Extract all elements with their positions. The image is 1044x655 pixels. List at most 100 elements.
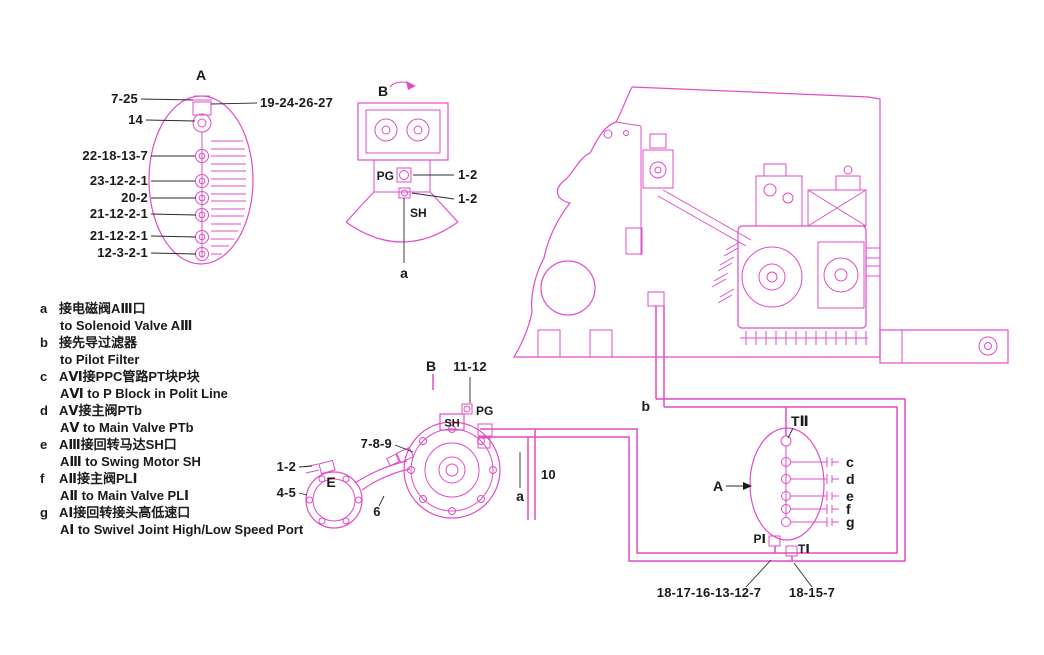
part-b-label: B (378, 83, 388, 99)
callout-row-0: 22-18-13-7 (82, 148, 148, 163)
legend-key-c: c (40, 369, 47, 384)
part-b-port-right (406, 118, 430, 142)
mount-foot-left (537, 329, 561, 358)
hose-b-label: b (641, 398, 650, 414)
callout-1-2-pg: 1-2 (458, 167, 477, 182)
part-b-body (357, 102, 449, 161)
frame-cutout (540, 260, 596, 316)
legend-en-e: AⅢ to Swing Motor SH (60, 454, 201, 469)
manifold-oval-outline (749, 427, 825, 541)
port-label-d: d (846, 471, 855, 487)
pipe-b-drop (655, 306, 665, 407)
callout-11-12: 11-12 (453, 359, 487, 374)
flange-bolts (306, 475, 362, 525)
pipe-loop-outer (478, 398, 906, 562)
hose-a-label-2: a (516, 488, 524, 504)
rotation-arrowhead-icon (406, 81, 416, 90)
callout-19-24-26-27: 19-24-26-27 (260, 95, 333, 110)
part-a-comb-fins (211, 140, 246, 255)
part-a-fittings (190, 149, 209, 261)
legend-en-f: AⅡ to Main Valve PLⅠ (60, 488, 189, 503)
legend-en-d: AⅤ to Main Valve PTb (60, 420, 194, 435)
part-a-oval-outline (148, 95, 254, 265)
legend-key-b: b (40, 335, 48, 350)
port-pg-label: PG (377, 169, 394, 183)
part-b-port-left (374, 118, 398, 142)
motor-pg-port-center (463, 405, 471, 413)
callout-18-15-7: 18-15-7 (789, 585, 835, 600)
port-label-g: g (846, 514, 855, 530)
callout-1-2-elbow: 1-2 (277, 459, 296, 474)
manifold-port-f (781, 504, 839, 514)
motor-hub (438, 456, 466, 484)
legend: a 接电磁阀AⅢ口 to Solenoid Valve AⅢ b 接先导过滤器 … (40, 301, 304, 537)
port-label-c: c (846, 454, 854, 470)
port-t1-label: TⅠ (798, 542, 810, 556)
pipe-manifold-bottom (774, 546, 793, 561)
port-label-e: e (846, 488, 854, 504)
callout-18-17-16-13-12-7: 18-17-16-13-12-7 (657, 585, 761, 600)
part-a-label: A (196, 67, 206, 83)
motor-sh-port (439, 413, 465, 431)
motor-left-fitting-2 (386, 453, 400, 467)
manifold-port-c (781, 457, 839, 467)
bracket-right (879, 329, 1009, 364)
callout-10: 10 (541, 467, 556, 482)
callout-7-25: 7-25 (111, 91, 138, 106)
arrowhead-a-icon (743, 482, 752, 490)
machine-outline (512, 86, 881, 358)
pump-hose-fittings (711, 241, 741, 304)
legend-zh-b: 接先导过滤器 (59, 335, 138, 350)
manifold-top-fitting (780, 435, 792, 447)
legend-en-c: AⅥ to P Block in Polit Line (60, 386, 228, 401)
legend-zh-f: AⅡ接主阀PLⅠ (59, 471, 137, 486)
callout-row-4: 21-12-2-1 (90, 228, 148, 243)
pg-bolt (396, 167, 412, 183)
pipe-10-pair (527, 429, 536, 520)
motor-b-label: B (426, 358, 436, 374)
hose-a-label: a (400, 265, 408, 281)
legend-key-f: f (40, 471, 45, 486)
part-b-port-left-center (381, 125, 391, 135)
port-label-f: f (846, 501, 851, 517)
manifold-t1-fitting (785, 545, 798, 557)
legend-key-d: d (40, 403, 48, 418)
part-b-assembly: B PG 1-2 1-2 SH a (345, 81, 477, 281)
main-pump-assembly (711, 163, 881, 345)
flange-elbow-fitting (318, 459, 336, 475)
manifold-port-e (781, 491, 839, 501)
legend-key-a: a (40, 301, 48, 316)
sh-bolt-center (401, 189, 408, 197)
motor-left-fitting-1 (395, 446, 415, 464)
frame-hole-1 (603, 129, 613, 139)
callout-1-2-sh: 1-2 (458, 191, 477, 206)
sh-bolt (398, 187, 411, 199)
part-a-assembly (148, 95, 254, 265)
mount-foot-right (589, 329, 613, 358)
legend-en-g: AⅠ to Swivel Joint High/Low Speed Port (60, 522, 304, 537)
callout-row-2: 20-2 (121, 190, 148, 205)
callout-row-3: 21-12-2-1 (90, 206, 148, 221)
part-b-port-right-center (413, 125, 423, 135)
motor-right-fitting-1 (477, 423, 493, 437)
legend-zh-g: AⅠ接回转接头高低速口 (59, 505, 190, 520)
motor-shaft (445, 463, 459, 477)
motor-bolts (407, 425, 497, 515)
flange-e-label: E (326, 474, 335, 490)
motor-pg-port (461, 403, 473, 415)
callout-row-1: 23-12-2-1 (90, 173, 148, 188)
pipe-b-fitting (647, 291, 665, 307)
manifold-t2-assembly: TⅡ A c d e f g PⅠ TⅠ 18-17-16-13-12-7 18… (657, 413, 855, 600)
part-a-callouts: A 7-25 19-24-26-27 14 22-18-13-7 23-12-2… (82, 67, 333, 260)
machine-body (512, 86, 1009, 364)
callout-row-5: 12-3-2-1 (97, 245, 148, 260)
flange-hex-fitting (304, 463, 320, 474)
motor-inner (424, 442, 480, 498)
pilot-pump (642, 133, 674, 189)
legend-zh-d: AⅤ接主阀PTb (59, 403, 142, 418)
callout-14: 14 (128, 112, 143, 127)
hose-routing: b 10 (432, 306, 906, 562)
bell-housing (345, 191, 459, 243)
legend-zh-c: AⅥ接PPC管路PT块P块 (59, 369, 201, 384)
